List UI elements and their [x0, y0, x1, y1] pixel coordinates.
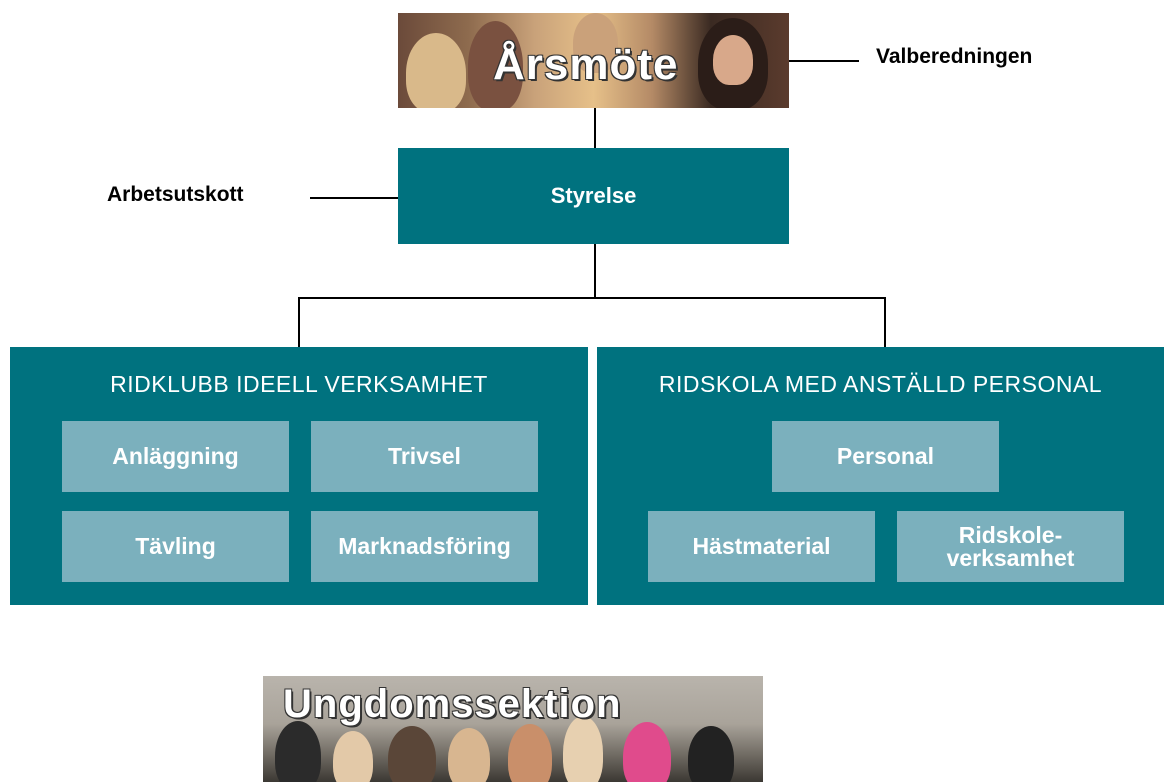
person-silhouette: [468, 21, 523, 108]
connector-line: [789, 60, 859, 62]
connector-line: [298, 297, 886, 299]
trivsel-box: Trivsel: [311, 421, 538, 492]
person-silhouette: [623, 722, 671, 782]
person-silhouette: [688, 726, 734, 782]
arsmote-photo: Årsmöte: [398, 13, 789, 108]
styrelse-label: Styrelse: [550, 183, 637, 208]
ridskole-line1: Ridskole-: [958, 521, 1063, 548]
anlaggning-box: Anläggning: [62, 421, 289, 492]
connector-line: [884, 297, 886, 347]
ridskoleverksamhet-box: Ridskole- verksamhet: [897, 511, 1124, 582]
connector-line: [594, 108, 596, 148]
person-silhouette: [508, 724, 552, 782]
person-silhouette: [448, 728, 490, 782]
photo-title: Ungdomssektion: [283, 682, 622, 726]
ungdomssektion-photo: Ungdomssektion: [263, 676, 763, 782]
marknadsforing-box: Marknadsföring: [311, 511, 538, 582]
person-silhouette: [563, 716, 603, 782]
tavling-box: Tävling: [62, 511, 289, 582]
person-silhouette: [406, 33, 466, 108]
hastmaterial-box: Hästmaterial: [648, 511, 875, 582]
styrelse-box: Styrelse: [398, 148, 789, 244]
section-title: RIDSKOLA MED ANSTÄLLD PERSONAL: [658, 371, 1103, 397]
connector-line: [310, 197, 398, 199]
connector-line: [594, 244, 596, 297]
person-silhouette: [573, 13, 618, 73]
connector-line: [298, 297, 300, 347]
valberedningen-label: Valberedningen: [876, 45, 1033, 68]
person-silhouette: [275, 721, 321, 782]
person-silhouette: [333, 731, 373, 782]
ridskole-line2: verksamhet: [946, 544, 1075, 571]
arbetsutskott-label: Arbetsutskott: [107, 183, 244, 206]
photo-title: Årsmöte: [493, 40, 679, 89]
section-title: RIDKLUBB IDEELL VERKSAMHET: [110, 371, 488, 397]
personal-box: Personal: [772, 421, 999, 492]
person-silhouette: [713, 35, 753, 85]
person-silhouette: [388, 726, 436, 782]
